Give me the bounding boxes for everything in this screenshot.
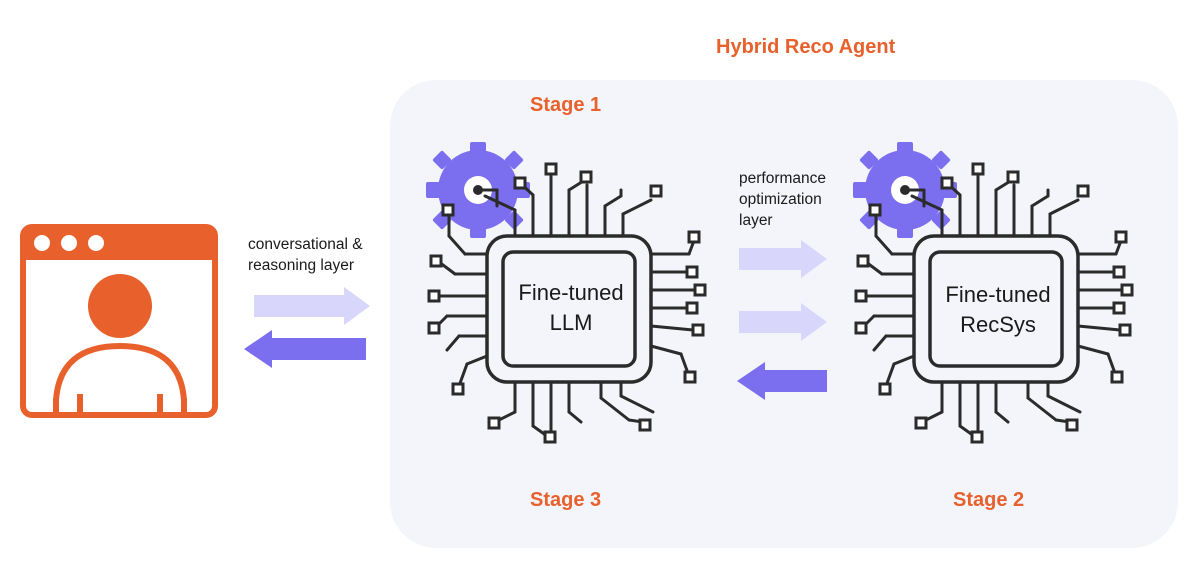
performance-line-2: optimization — [739, 191, 822, 208]
performance-line-1: performance — [739, 170, 827, 187]
arrow-right-light-icon — [254, 287, 370, 325]
arrow-right-light-icon — [739, 240, 827, 278]
performance-layer-label: performance optimization layer — [739, 168, 826, 231]
diagram-title: Hybrid Reco Agent — [716, 36, 896, 58]
recsys-chip-line-2: RecSys — [960, 312, 1036, 337]
arrow-right-light-icon — [739, 303, 827, 341]
llm-chip-line-2: LLM — [549, 310, 593, 335]
window-dot-icon — [88, 235, 104, 251]
stage-2-label: Stage 2 — [953, 489, 1025, 511]
llm-chip-icon — [426, 142, 707, 444]
recsys-chip-line-1: Fine-tuned — [945, 282, 1051, 307]
recsys-chip-label: Fine-tuned RecSys — [930, 280, 1066, 340]
conversational-line-2: reasoning layer — [248, 257, 354, 274]
conversational-layer-label: conversational & reasoning layer — [248, 234, 363, 276]
user-window-icon — [20, 224, 218, 418]
conversational-line-1: conversational & — [248, 236, 363, 253]
recsys-chip-icon — [853, 142, 1134, 444]
arrow-left-dark-icon — [244, 330, 366, 368]
window-dot-icon — [34, 235, 50, 251]
llm-chip-line-1: Fine-tuned — [518, 280, 624, 305]
llm-chip-label: Fine-tuned LLM — [503, 278, 639, 338]
performance-line-3: layer — [739, 212, 773, 229]
window-dot-icon — [61, 235, 77, 251]
arrow-left-dark-icon — [737, 362, 827, 400]
stage-3-label: Stage 3 — [530, 489, 602, 511]
gear-icon — [426, 142, 530, 238]
person-head-icon — [88, 274, 152, 338]
person-body-icon — [53, 342, 187, 412]
stage-1-label: Stage 1 — [530, 94, 602, 116]
